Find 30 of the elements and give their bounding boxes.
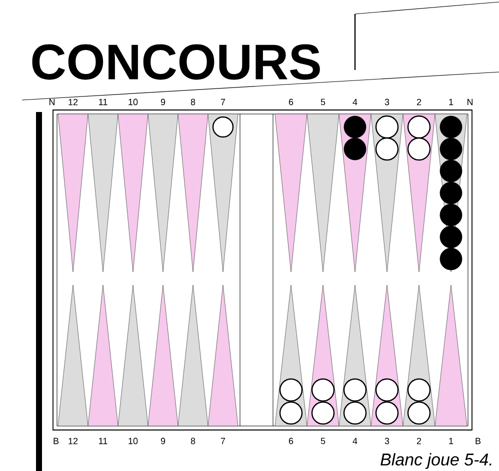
side-letter: B <box>54 438 59 444</box>
point-number: 12 <box>68 438 78 444</box>
point-number: 6 <box>288 438 294 444</box>
point-number: 10 <box>128 438 138 444</box>
point-number: 1 <box>449 438 454 444</box>
point-number: 7 <box>220 98 226 106</box>
point-number: 5 <box>320 98 326 106</box>
point-number: 9 <box>160 438 166 444</box>
point-number: 1 <box>449 98 454 106</box>
side-letter: B <box>476 438 481 444</box>
point-number: 6 <box>288 98 294 106</box>
point-number: 7 <box>220 438 226 444</box>
point-number: 8 <box>190 98 196 106</box>
caption-text: Blanc joue 5-4. <box>380 453 492 469</box>
side-letter: N <box>467 98 473 106</box>
point-number: 4 <box>352 438 358 444</box>
point-number: 11 <box>99 438 108 444</box>
point-number: 3 <box>384 438 390 444</box>
point-number: 11 <box>99 98 108 106</box>
title: CONCOURS <box>32 44 320 80</box>
point-number: 9 <box>160 98 166 106</box>
point-number: 2 <box>416 438 422 444</box>
point-number: 5 <box>320 438 326 444</box>
point-number: 8 <box>190 438 196 444</box>
side-letter: N <box>50 98 55 106</box>
point-number: 2 <box>416 98 422 106</box>
point-number: 12 <box>68 98 78 106</box>
point-number: 10 <box>128 98 138 106</box>
point-number: 3 <box>384 98 390 106</box>
point-number: 4 <box>352 98 358 106</box>
